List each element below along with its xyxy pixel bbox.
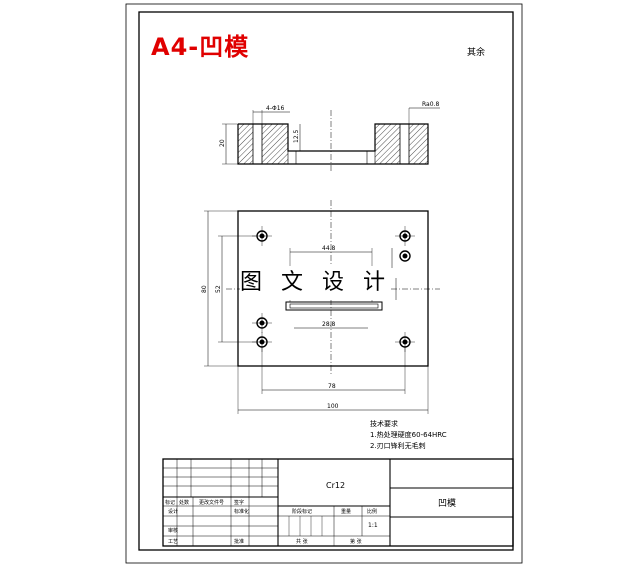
- dim-roughness: Ra0.8: [422, 101, 439, 108]
- dim-depth: 12.5: [293, 129, 300, 143]
- tb-sheet-no: 第 张: [350, 538, 362, 545]
- outer-border: [125, 3, 523, 564]
- tb-label-qty: 处数: [179, 499, 189, 506]
- tb-label-process: 工艺: [168, 539, 178, 545]
- tb-material: Cr12: [326, 481, 345, 490]
- tb-label-review: 审核: [168, 527, 178, 534]
- tech-note-2: 2.刃口锋利无毛刺: [370, 442, 426, 450]
- tb-label-standard: 标准化: [234, 508, 249, 515]
- dim-total-width: 100: [327, 403, 339, 410]
- dim-holes: 4-Φ16: [266, 105, 285, 112]
- dim-hole-spacing-v: 52: [215, 285, 222, 293]
- dim-height: 20: [219, 139, 226, 147]
- tb-label-mark: 标记: [165, 499, 175, 506]
- dim-opening-top: 44.8: [322, 245, 336, 252]
- tb-label-stage: 阶段标记: [292, 508, 312, 515]
- tb-label-design: 设计: [168, 508, 178, 515]
- plan-view: [204, 200, 440, 414]
- drawing-title: A4-凹模: [147, 25, 254, 64]
- tb-sheet-total: 共 张: [296, 538, 308, 545]
- roughness-mark: 其余: [467, 46, 485, 58]
- tb-label-sign: 签字: [234, 499, 244, 506]
- tech-note-1: 1.热处理硬度60-64HRC: [370, 431, 447, 439]
- inner-frame: [138, 11, 514, 551]
- tech-notes-heading: 技术要求: [370, 420, 398, 428]
- tb-label-weight: 重量: [341, 508, 351, 515]
- dim-hole-spacing-h: 78: [328, 383, 336, 390]
- tb-scale: 1:1: [368, 522, 378, 529]
- tb-label-approve: 批准: [234, 538, 244, 545]
- title-block-grid: [162, 458, 514, 547]
- section-view: [222, 107, 440, 172]
- dim-opening-bottom: 28.8: [322, 321, 336, 328]
- tb-part-name: 凹模: [438, 498, 456, 509]
- watermark: 图 文 设 计: [240, 266, 390, 300]
- tb-label-scale: 比例: [367, 508, 377, 515]
- tb-label-doc: 更改文件号: [199, 499, 224, 506]
- dim-total-height: 80: [201, 285, 208, 293]
